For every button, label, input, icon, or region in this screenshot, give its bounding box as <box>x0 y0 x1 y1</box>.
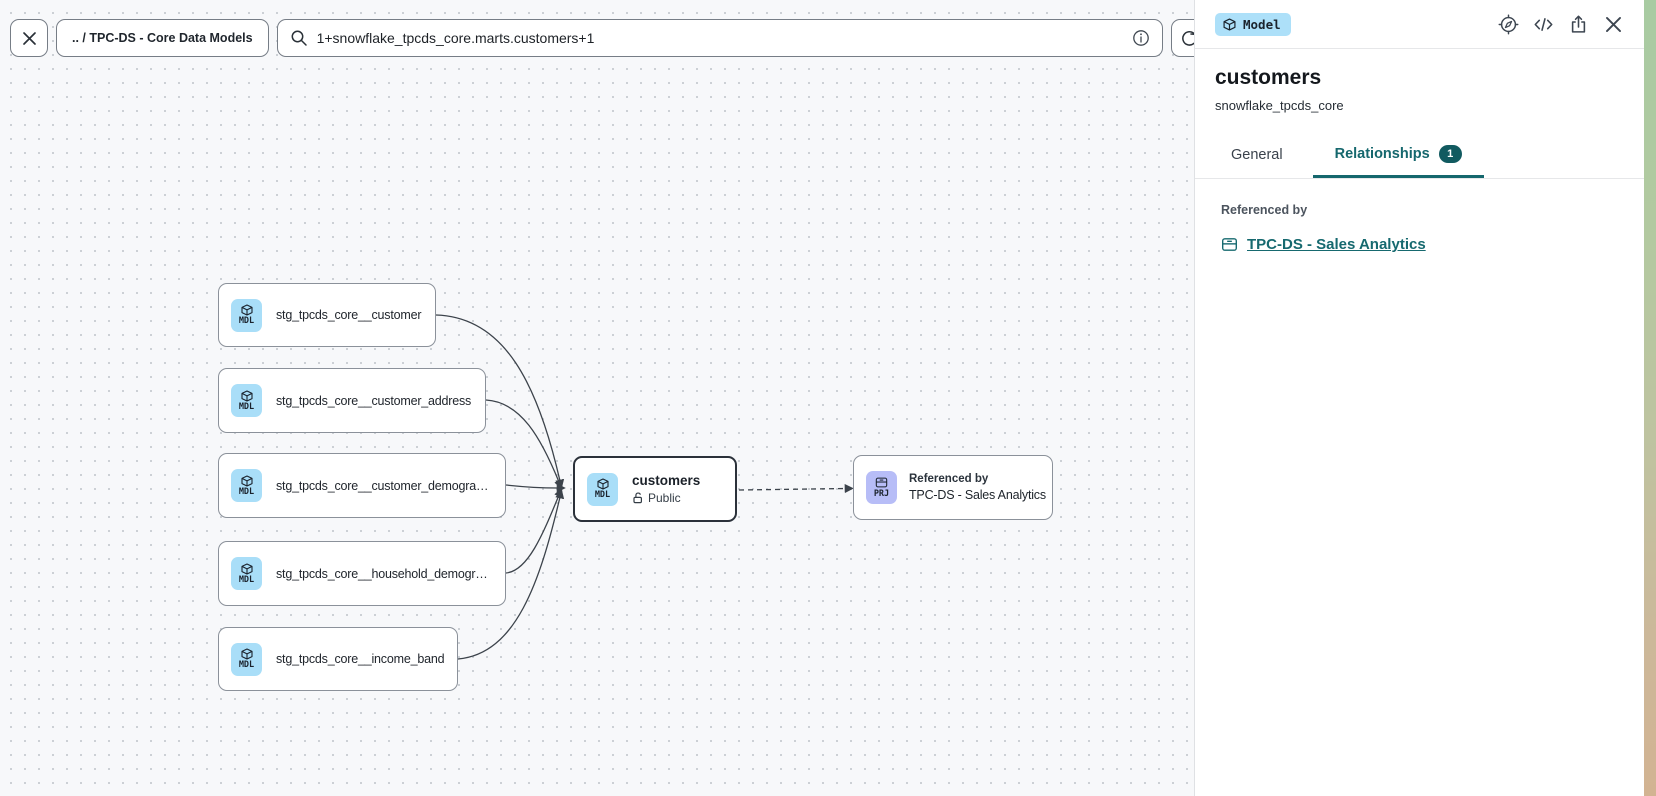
cube-icon <box>240 390 253 402</box>
node-customers-selected[interactable]: MDL customers Public <box>573 456 737 522</box>
node-label: stg_tpcds_core__customer_address <box>276 393 472 408</box>
node-label: TPC-DS - Sales Analytics <box>909 488 1046 502</box>
schema-subtitle: snowflake_tpcds_core <box>1215 98 1344 113</box>
node-stg-customer-demographics[interactable]: MDL stg_tpcds_core__customer_demogra… <box>218 453 506 518</box>
referenced-by-heading: Referenced by <box>1221 203 1308 217</box>
node-label: stg_tpcds_core__household_demogr… <box>276 566 488 581</box>
referenced-project-row[interactable]: TPC-DS - Sales Analytics <box>1221 236 1618 253</box>
edge-customer-address <box>485 399 563 490</box>
node-stg-customer[interactable]: MDL stg_tpcds_core__customer <box>218 283 436 347</box>
close-panel-icon[interactable] <box>1603 14 1624 35</box>
node-stg-income-band[interactable]: MDL stg_tpcds_core__income_band <box>218 627 458 691</box>
node-stg-household-demographics[interactable]: MDL stg_tpcds_core__household_demogr… <box>218 541 506 606</box>
node-label: stg_tpcds_core__income_band <box>276 652 445 666</box>
canvas-toolbar: .. / TPC-DS - Core Data Models <box>10 19 1194 57</box>
info-icon[interactable] <box>1132 29 1150 47</box>
drawer-icon <box>1222 238 1237 251</box>
panel-actions <box>1498 14 1624 35</box>
model-type-badge: MDL <box>231 384 262 417</box>
panel-tabs: General Relationships 1 <box>1195 113 1644 179</box>
refresh-icon <box>1180 29 1194 48</box>
cube-icon <box>240 304 253 316</box>
panel-title-block: customers snowflake_tpcds_core <box>1195 49 1644 113</box>
lineage-canvas[interactable]: .. / TPC-DS - Core Data Models <box>0 0 1194 796</box>
tab-relationships[interactable]: Relationships 1 <box>1312 135 1484 178</box>
referenced-project-link[interactable]: TPC-DS - Sales Analytics <box>1247 236 1426 253</box>
close-lineage-button[interactable] <box>10 19 48 57</box>
model-badge-label: Model <box>1243 17 1281 32</box>
cube-icon <box>240 475 253 487</box>
tab-general[interactable]: General <box>1231 147 1283 163</box>
project-type-badge: PRJ <box>866 471 897 504</box>
close-icon <box>22 31 37 46</box>
refresh-button[interactable] <box>1170 19 1194 57</box>
desktop-wallpaper-strip <box>1644 0 1656 796</box>
lineage-edges <box>435 314 854 660</box>
relationships-content: Referenced by TPC-DS - Sales Analytics <box>1195 179 1644 277</box>
node-label: stg_tpcds_core__customer <box>276 308 422 322</box>
edge-customer <box>435 314 565 489</box>
lock-open-icon <box>633 492 643 504</box>
visibility-label: Public <box>648 491 681 505</box>
panel-header: Model <box>1195 0 1644 49</box>
model-badge: Model <box>1215 13 1291 36</box>
page-title: customers <box>1215 66 1322 89</box>
compass-icon[interactable] <box>1498 14 1519 35</box>
share-icon[interactable] <box>1568 14 1589 35</box>
search-input[interactable] <box>316 30 1123 46</box>
node-stg-customer-address[interactable]: MDL stg_tpcds_core__customer_address <box>218 368 486 433</box>
model-type-badge: MDL <box>231 469 262 502</box>
breadcrumb[interactable]: .. / TPC-DS - Core Data Models <box>56 19 269 57</box>
edge-household-demographics <box>505 487 563 574</box>
drawer-icon <box>875 477 888 488</box>
edge-referenced-by <box>738 483 854 494</box>
code-icon[interactable] <box>1533 14 1554 35</box>
details-panel: Model <box>1194 0 1644 796</box>
node-label: stg_tpcds_core__customer_demogra… <box>276 478 489 493</box>
model-type-badge: MDL <box>231 642 262 676</box>
edge-customer-demographics <box>505 483 566 493</box>
model-type-badge: MDL <box>587 472 618 506</box>
cube-icon <box>596 478 609 490</box>
node-label: customers <box>632 473 701 488</box>
cube-icon <box>1223 18 1236 31</box>
visibility-row: Public <box>632 491 700 505</box>
model-type-badge: MDL <box>231 557 262 590</box>
node-referenced-project[interactable]: PRJ Referenced by TPC-DS - Sales Analyti… <box>853 455 1053 520</box>
relationships-count-badge: 1 <box>1438 145 1462 163</box>
referenced-by-caption: Referenced by <box>909 473 989 485</box>
search-icon <box>290 29 308 47</box>
edge-income-band <box>457 489 565 660</box>
cube-icon <box>240 563 253 575</box>
model-type-badge: MDL <box>231 298 262 332</box>
lineage-search[interactable] <box>276 19 1163 57</box>
cube-icon <box>240 648 253 660</box>
